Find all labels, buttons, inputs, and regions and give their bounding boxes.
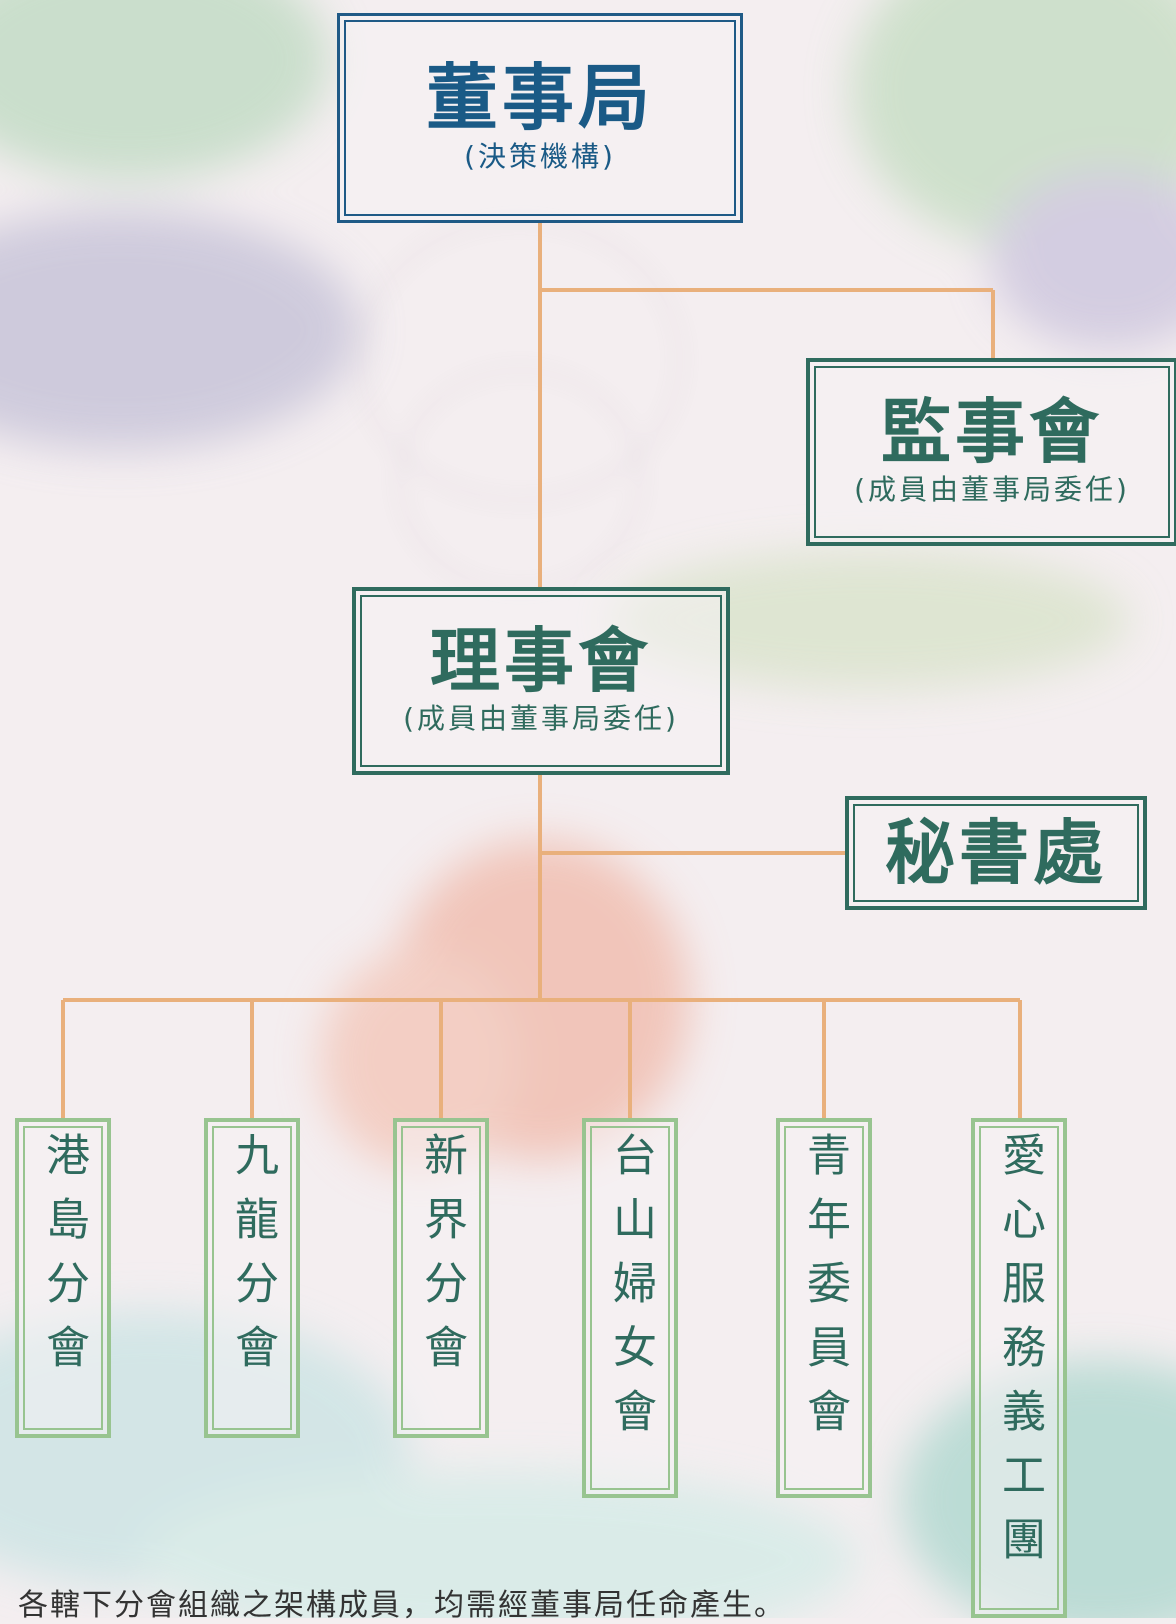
council-title: 理事會 <box>430 620 652 703</box>
branch-box: 青年委員會 <box>776 1118 872 1498</box>
council-box: 理事會 (成員由董事局委任) <box>352 587 730 775</box>
branch-label: 青年委員會 <box>799 1132 850 1452</box>
branch-label: 新界分會 <box>416 1132 467 1388</box>
branch-box: 港島分會 <box>15 1118 111 1438</box>
branch-box: 新界分會 <box>393 1118 489 1438</box>
board-of-directors-box: 董事局 (決策機構) <box>337 13 743 223</box>
branch-box: 九龍分會 <box>204 1118 300 1438</box>
supervisory-board-subtitle: (成員由董事局委任) <box>854 473 1130 507</box>
board-of-directors-title: 董事局 <box>425 56 654 141</box>
branch-label: 台山婦女會 <box>605 1132 656 1452</box>
supervisory-board-box: 監事會 (成員由董事局委任) <box>806 358 1176 546</box>
branch-label: 愛心服務義工團 <box>994 1132 1045 1580</box>
secretariat-title: 秘書處 <box>885 812 1107 894</box>
branch-label: 港島分會 <box>38 1132 89 1388</box>
supervisory-board-title: 監事會 <box>881 391 1103 474</box>
branch-label: 九龍分會 <box>227 1132 278 1388</box>
secretariat-box: 秘書處 <box>845 796 1147 910</box>
council-subtitle: (成員由董事局委任) <box>403 702 679 736</box>
footer-note: 各轄下分會組織之架構成員，均需經董事局任命產生。 <box>18 1588 786 1623</box>
branch-box: 愛心服務義工團 <box>971 1118 1067 1618</box>
branch-box: 台山婦女會 <box>582 1118 678 1498</box>
board-of-directors-subtitle: (決策機構) <box>464 140 616 174</box>
